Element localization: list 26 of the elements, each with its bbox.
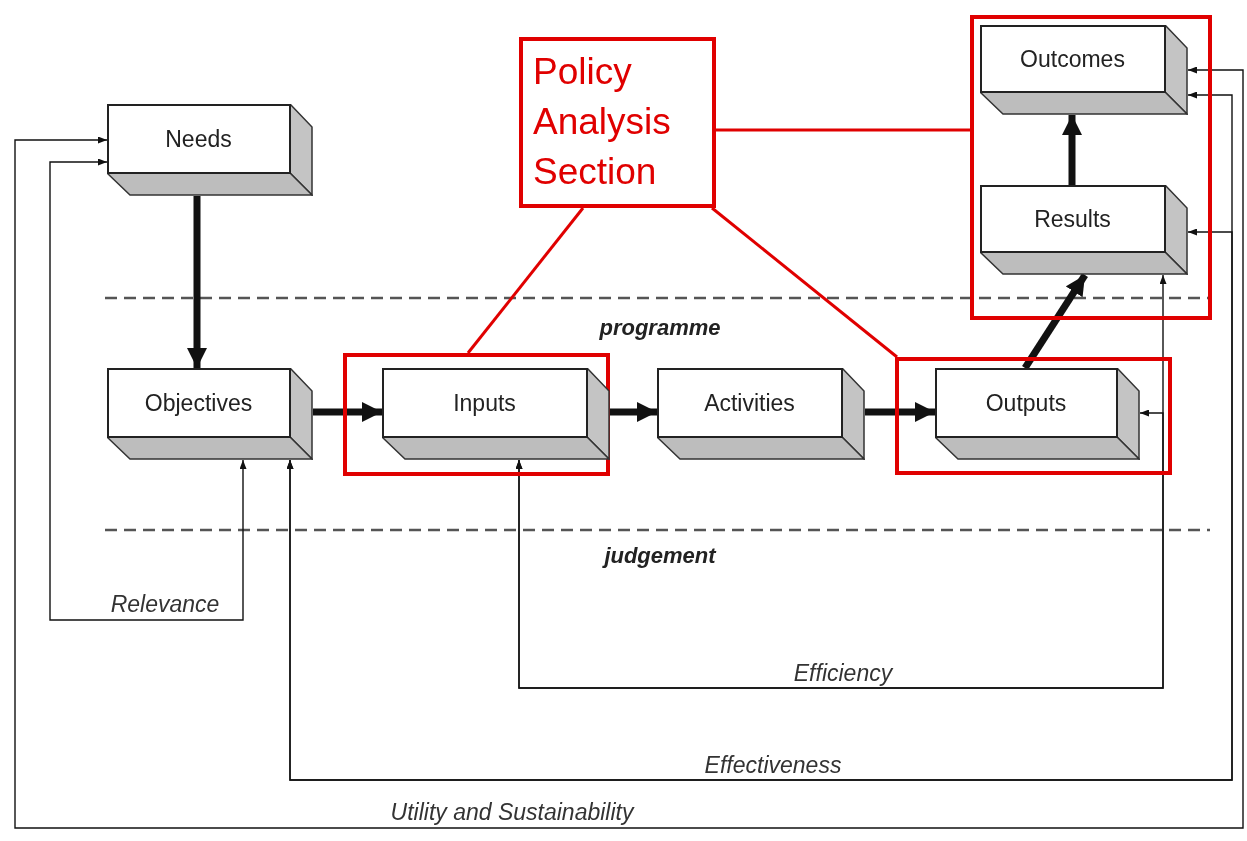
connector-line bbox=[711, 206, 898, 359]
zone-label: programme bbox=[599, 315, 721, 341]
flow-arrow bbox=[610, 402, 657, 422]
block-label: Inputs bbox=[453, 389, 516, 416]
block-label: Objectives bbox=[144, 389, 253, 416]
feedback-arrow bbox=[49, 158, 247, 621]
zone-label: judgement bbox=[604, 543, 716, 569]
highlight-frame bbox=[970, 15, 1212, 320]
feedback-arrow bbox=[14, 66, 1244, 829]
block-label: Outcomes bbox=[1020, 45, 1125, 72]
flow-arrow bbox=[313, 402, 382, 422]
feedback-arrow bbox=[286, 91, 1233, 781]
feedback-arrow bbox=[515, 274, 1167, 689]
highlight-frame bbox=[895, 357, 1172, 475]
flow-arrow bbox=[865, 402, 935, 422]
flow-arrow bbox=[187, 196, 207, 368]
highlight-frame bbox=[343, 353, 610, 476]
block-label: Outputs bbox=[985, 389, 1067, 416]
connector-line bbox=[466, 207, 585, 354]
section-title: Policy Analysis Section bbox=[533, 50, 672, 194]
connector-line bbox=[716, 128, 970, 132]
flow-arrow bbox=[1062, 115, 1082, 185]
block-label: Needs bbox=[165, 125, 232, 152]
block-label: Results bbox=[1034, 205, 1111, 232]
block-label: Activities bbox=[704, 389, 795, 416]
section-box bbox=[519, 37, 716, 208]
